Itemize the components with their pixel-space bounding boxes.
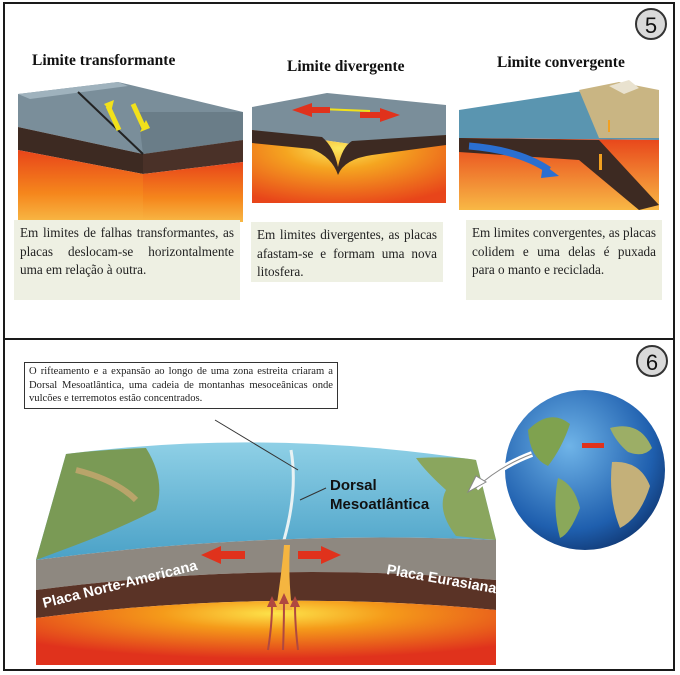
title-transform-boundary: Limite transformante: [32, 52, 176, 69]
ridge-label-line1: Dorsal: [330, 477, 377, 494]
caption-divergent: Em limites divergentes, as placas afasta…: [251, 222, 443, 282]
title-divergent-boundary: Limite divergente: [287, 58, 405, 75]
ridge-label-line2: Mesoatlântica: [330, 496, 430, 513]
caption-transform: Em limites de falhas transformantes, as …: [14, 220, 240, 300]
title-convergent-boundary: Limite convergente: [497, 54, 625, 71]
panel-number-badge-6: 6: [636, 345, 668, 377]
panel-number-badge-5: 5: [635, 8, 667, 40]
divergent-boundary-block: [252, 93, 446, 203]
callout-ridge-description: O rifteamento e a expansão ao longo de u…: [24, 362, 338, 409]
convergent-boundary-block: [459, 80, 659, 210]
globe-illustration: [505, 390, 665, 550]
transform-boundary-block: [18, 82, 243, 222]
globe-pointer-arrow: [466, 451, 534, 494]
label-mid-atlantic-ridge: Dorsal Mesoatlântica: [330, 476, 429, 514]
caption-convergent: Em limites convergentes, as placas colid…: [466, 220, 662, 300]
mid-atlantic-ridge-block: Placa Norte-Americana Placa Eurasiana: [36, 442, 496, 665]
